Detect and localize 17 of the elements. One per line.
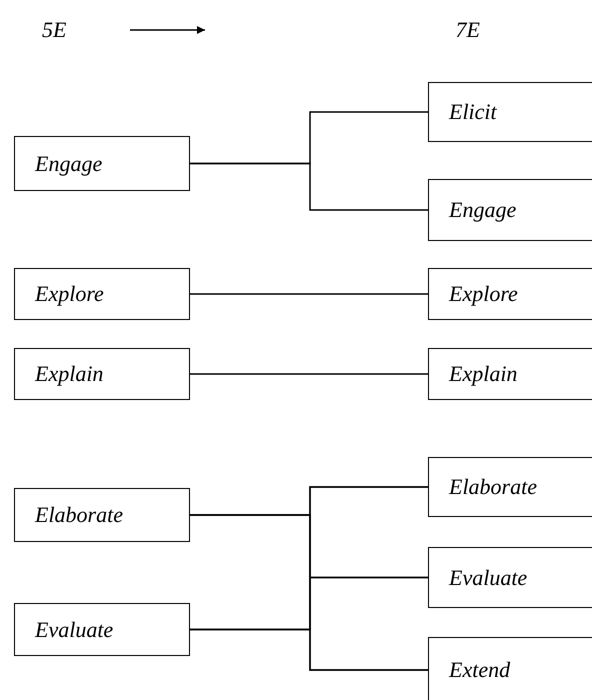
stage-box: Elaborate bbox=[14, 488, 190, 542]
stage-box: Elicit bbox=[428, 82, 592, 142]
stage-box: Explore bbox=[428, 268, 592, 320]
stage-box: Elaborate bbox=[428, 457, 592, 517]
stage-box: Explore bbox=[14, 268, 190, 320]
stage-box: Extend bbox=[428, 637, 592, 700]
connector-line bbox=[190, 373, 428, 375]
connector-line bbox=[190, 162, 428, 211]
stage-box: Engage bbox=[14, 136, 190, 191]
stage-box: Evaluate bbox=[14, 603, 190, 656]
stage-box: Engage bbox=[428, 179, 592, 241]
arrow bbox=[130, 26, 205, 34]
stage-box: Explain bbox=[428, 348, 592, 400]
stage-box: Evaluate bbox=[428, 547, 592, 608]
connector-line bbox=[190, 628, 428, 671]
connector-line bbox=[190, 293, 428, 295]
stage-box: Explain bbox=[14, 348, 190, 400]
